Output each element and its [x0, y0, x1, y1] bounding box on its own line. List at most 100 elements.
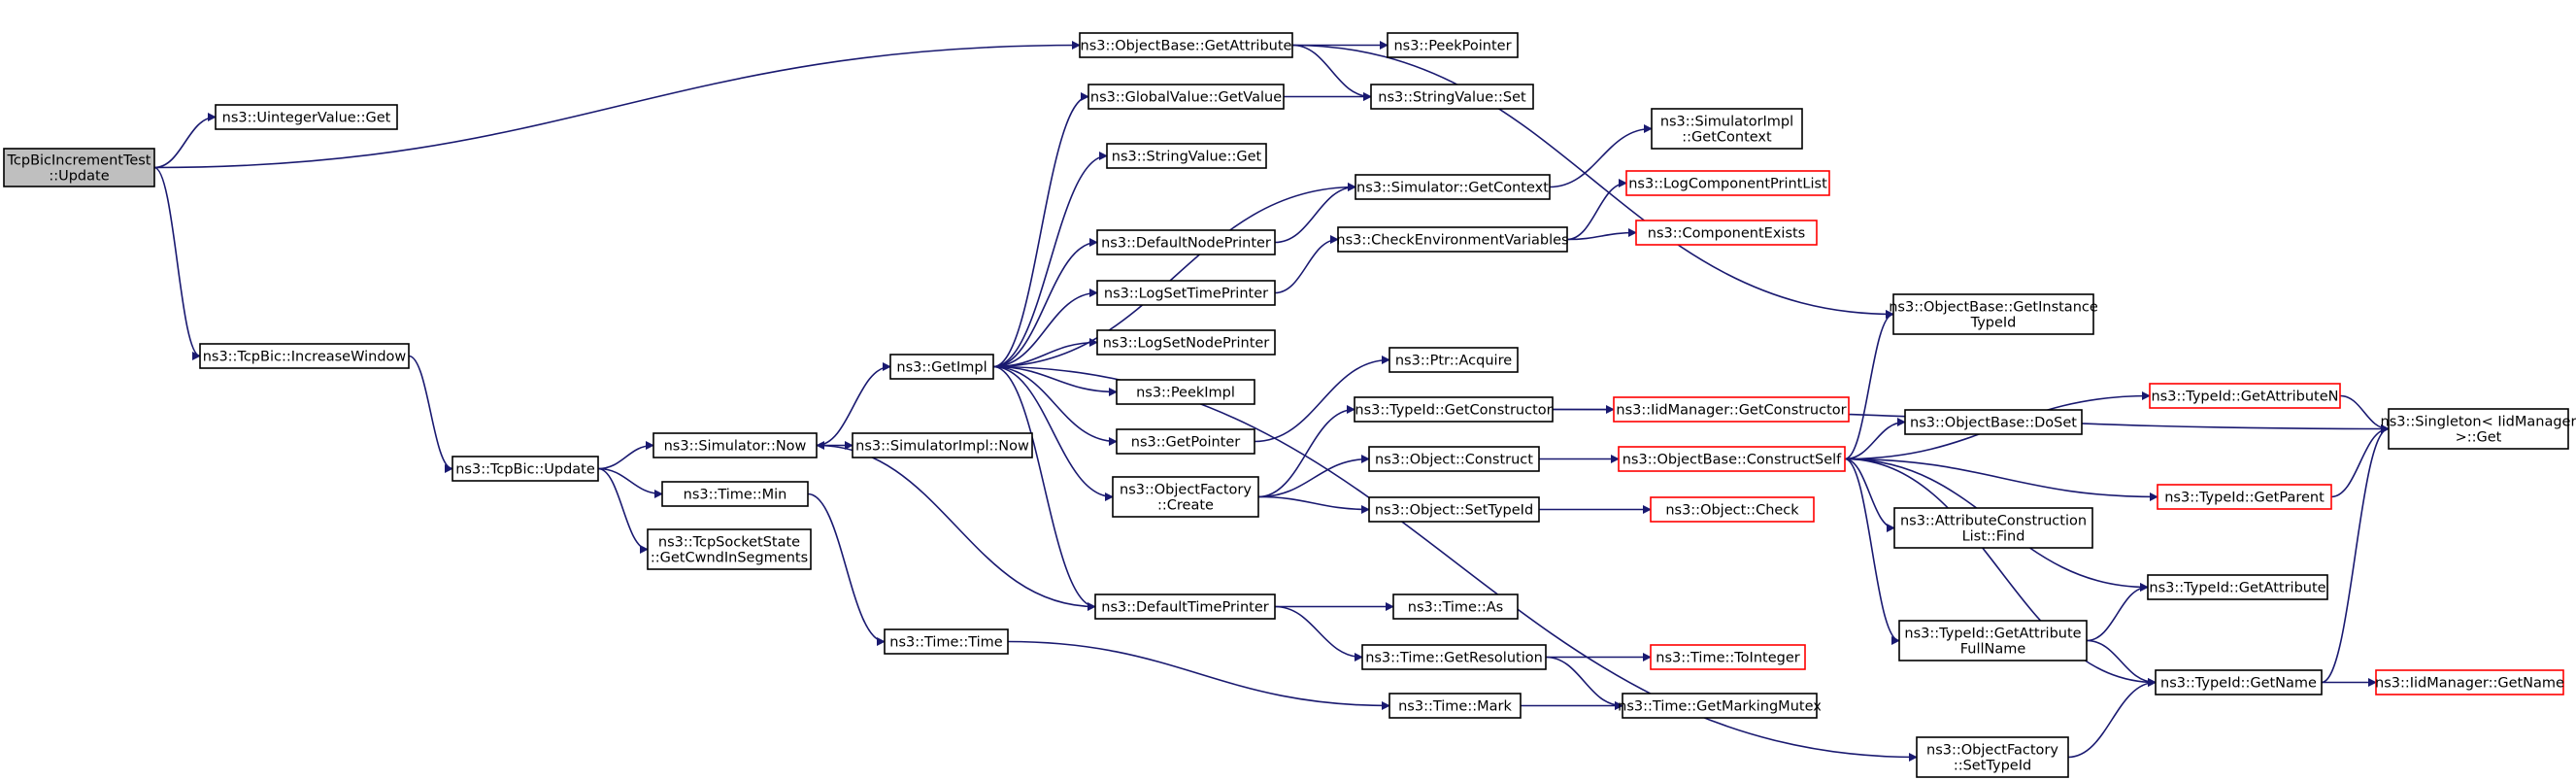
node-incwin[interactable]: ns3::TcpBic::IncreaseWindow [199, 343, 410, 369]
node-ofcreate[interactable]: ns3::ObjectFactory::Create [1112, 476, 1259, 518]
node-label: ns3::TypeId::GetConstructor [1355, 403, 1552, 419]
node-box [1106, 143, 1267, 169]
edge-simgetctx-to-simimplctx [1549, 124, 1653, 188]
node-timetime[interactable]: ns3::Time::Time [884, 628, 1009, 655]
edge-constructself-to-obgetinst [1844, 310, 1894, 460]
node-bicupdate[interactable]: ns3::TcpBic::Update [452, 456, 599, 482]
node-box [452, 456, 599, 482]
node-objcheck[interactable]: ns3::Object::Check [1650, 496, 1815, 523]
node-peekptr[interactable]: ns3::PeekPointer [1387, 32, 1519, 58]
edge-ofsettid-to-tidgetname [2067, 678, 2157, 759]
edge-checkenv-to-logcomp [1566, 179, 1627, 241]
node-box [1361, 644, 1547, 670]
node-box [2149, 383, 2341, 409]
node-checkenv[interactable]: ns3::CheckEnvironmentVariables [1336, 226, 1569, 253]
node-singleton[interactable]: ns3::Singleton< IidManager>::Get [2381, 408, 2576, 450]
node-compexists[interactable]: ns3::ComponentExists [1635, 220, 1818, 246]
node-label: ::GetContext [1682, 130, 1772, 146]
node-tidgetname[interactable]: ns3::TypeId::GetName [2155, 669, 2323, 695]
edge-getimpl-to-simgetctx [992, 183, 1356, 368]
node-logsettime[interactable]: ns3::LogSetTimePrinter [1096, 280, 1276, 306]
node-tidgetctor[interactable]: ns3::TypeId::GetConstructor [1354, 396, 1554, 423]
node-box [652, 432, 818, 458]
nodes-layer: TcpBicIncrementTest::Update ns3::Uinteger… [3, 32, 2576, 778]
node-label: ns3::TcpBic::Update [455, 462, 595, 478]
node-simimplnow[interactable]: ns3::SimulatorImpl::Now [852, 432, 1033, 458]
node-gvget[interactable]: ns3::GlobalValue::GetValue [1087, 84, 1285, 110]
node-box [661, 481, 809, 507]
node-label: ns3::Simulator::GetContext [1356, 181, 1549, 196]
node-objconstruct[interactable]: ns3::Object::Construct [1368, 446, 1540, 472]
node-timeas[interactable]: ns3::Time::As [1392, 593, 1519, 620]
node-tointeger[interactable]: ns3::Time::ToInteger [1650, 644, 1806, 670]
node-box [1079, 32, 1293, 58]
node-peekimpl[interactable]: ns3::PeekImpl [1116, 379, 1255, 405]
node-iidgetname[interactable]: ns3::IidManager::GetName [2375, 669, 2564, 695]
node-cwnd[interactable]: ns3::TcpSocketState::GetCwndInSegments [647, 528, 812, 570]
node-iidgetctor[interactable]: ns3::IidManager::GetConstructor [1613, 396, 1850, 423]
node-label: ns3::PeekImpl [1136, 386, 1235, 401]
node-box [1355, 174, 1551, 200]
node-tidgetattr[interactable]: ns3::TypeId::GetAttribute [2147, 574, 2328, 600]
node-obdoset[interactable]: ns3::ObjectBase::DoSet [1904, 409, 2083, 435]
edge-tidgetname-to-singleton [2321, 424, 2390, 684]
edge-getimpl-to-logsettime [992, 288, 1098, 368]
node-box [1116, 428, 1255, 455]
node-svget[interactable]: ns3::StringValue::Get [1106, 143, 1267, 169]
node-box [1096, 280, 1276, 306]
node-svset[interactable]: ns3::StringValue::Set [1370, 84, 1534, 110]
node-getpointer[interactable]: ns3::GetPointer [1116, 428, 1255, 455]
node-box [1368, 446, 1540, 472]
edge-ofcreate-to-objconstruct [1257, 455, 1370, 498]
node-label: ns3::TypeId::GetName [2160, 676, 2317, 692]
edge-defnode-to-simgetctx [1274, 183, 1356, 244]
node-getmutex[interactable]: ns3::Time::GetMarkingMutex [1618, 693, 1822, 719]
node-tidgetattrn[interactable]: ns3::TypeId::GetAttributeN [2149, 383, 2341, 409]
edge-root-to-obgetattr [153, 41, 1081, 169]
node-box [1368, 496, 1540, 523]
node-obgetattr[interactable]: ns3::ObjectBase::GetAttribute [1079, 32, 1293, 58]
edge-tidgetparent-to-singleton [2330, 424, 2390, 498]
node-logsetnode[interactable]: ns3::LogSetNodePrinter [1096, 329, 1276, 356]
node-box [1898, 620, 2088, 661]
node-label: ns3::AttributeConstruction [1900, 514, 2087, 529]
node-simnow[interactable]: ns3::Simulator::Now [652, 432, 818, 458]
node-logcomp[interactable]: ns3::LogComponentPrintList [1625, 170, 1830, 196]
node-box [1094, 593, 1276, 620]
node-label: ns3::TypeId::GetAttributeN [2151, 390, 2338, 405]
node-label: ns3::TypeId::GetAttribute [1904, 627, 2081, 642]
node-simgetctx[interactable]: ns3::Simulator::GetContext [1355, 174, 1551, 200]
node-box [884, 628, 1009, 655]
node-getimpl[interactable]: ns3::GetImpl [889, 354, 994, 380]
node-constructself[interactable]: ns3::ObjectBase::ConstructSelf [1618, 446, 1846, 472]
node-uintget[interactable]: ns3::UintegerValue::Get [215, 104, 398, 130]
node-box [1635, 220, 1818, 246]
node-label: ns3::ObjectBase::GetInstance [1889, 300, 2098, 316]
node-box [1388, 347, 1519, 373]
node-label: ns3::Object::Check [1665, 503, 1799, 519]
node-timemin[interactable]: ns3::Time::Min [661, 481, 809, 507]
node-ofsettid[interactable]: ns3::ObjectFactory::SetTypeId [1916, 736, 2069, 778]
node-timemark[interactable]: ns3::Time::Mark [1388, 693, 1522, 719]
node-simimplctx[interactable]: ns3::SimulatorImpl::GetContext [1651, 108, 1803, 150]
node-box [1354, 396, 1554, 423]
node-label: ns3::ObjectBase::GetAttribute [1081, 39, 1292, 54]
node-label: ns3::ObjectFactory [1926, 743, 2058, 759]
node-root[interactable]: TcpBicIncrementTest::Update [3, 148, 155, 187]
node-label: ns3::GetImpl [896, 360, 987, 376]
node-label: TcpBicIncrementTest [7, 153, 151, 169]
edge-root-to-incwin [153, 166, 201, 360]
node-label: TypeId [1970, 316, 2017, 331]
node-getres[interactable]: ns3::Time::GetResolution [1361, 644, 1547, 670]
node-defnode[interactable]: ns3::DefaultNodePrinter [1096, 229, 1276, 255]
node-label: ns3::GetPointer [1131, 435, 1241, 451]
node-tidgetparent[interactable]: ns3::TypeId::GetParent [2157, 484, 2332, 510]
node-objsettid[interactable]: ns3::Object::SetTypeId [1368, 496, 1540, 523]
node-ptracq[interactable]: ns3::Ptr::Acquire [1388, 347, 1519, 373]
node-label: ns3::TypeId::GetParent [2164, 491, 2325, 506]
node-deftime[interactable]: ns3::DefaultTimePrinter [1094, 593, 1276, 620]
